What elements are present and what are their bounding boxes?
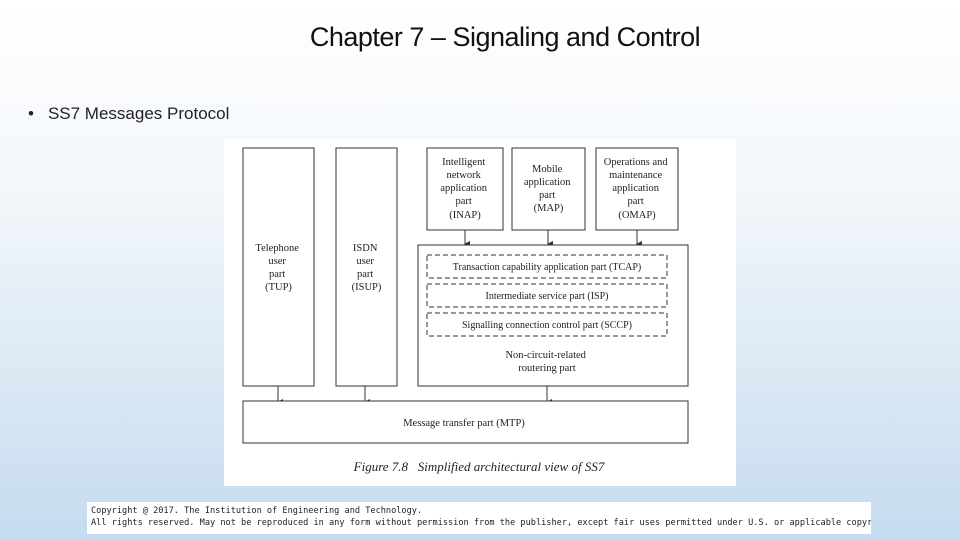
bullet-marker: •	[28, 104, 34, 123]
svg-text:Mobile application: Mobile application part (MAP)	[524, 164, 573, 214]
tcap-label: Transaction capability application part …	[453, 262, 641, 273]
inap-line: application	[440, 183, 487, 194]
bullet-text: SS7 Messages Protocol	[47, 104, 230, 123]
ss7-diagram: Telephone user part (TUP) ISDN user part…	[242, 147, 689, 474]
map-line: Mobile	[532, 164, 563, 175]
inap-box: Intelligent network application part (IN…	[426, 147, 504, 231]
map-line: application	[524, 177, 571, 188]
inap-line: network	[446, 170, 481, 181]
non-circuit-related-box: Transaction capability application part …	[417, 244, 689, 387]
tup-line: part	[269, 269, 285, 280]
tup-box: Telephone user part (TUP)	[242, 147, 315, 387]
ncr-line: Non-circuit-related	[505, 350, 586, 361]
omap-line: (OMAP)	[618, 210, 656, 221]
isp-box	[426, 283, 668, 308]
inap-line: Intelligent	[442, 157, 485, 168]
copyright-line: All rights reserved. May not be reproduc…	[91, 518, 871, 528]
sccp-box	[426, 312, 668, 337]
svg-text:Non-circuit-related ro: Non-circuit-related routering part	[505, 350, 588, 374]
omap-line: application	[612, 183, 659, 194]
tup-line: (TUP)	[265, 282, 292, 293]
slide-title: Chapter 7 – Signaling and Control	[309, 22, 701, 52]
svg-text:Intelligent network: Intelligent network application part (IN…	[440, 157, 489, 221]
copyright-notice: Copyright @ 2017. The Institution of Eng…	[87, 502, 871, 534]
omap-line: Operations and	[604, 157, 669, 168]
omap-box: Operations and maintenance application p…	[595, 147, 679, 231]
mtp-box: Message transfer part (MTP)	[242, 400, 689, 444]
tup-line: Telephone	[255, 243, 299, 254]
isup-line: ISDN	[353, 243, 378, 254]
svg-text:ISDN user part: ISDN user part (ISUP)	[352, 243, 382, 293]
ncr-line: routering part	[518, 363, 576, 374]
isp-label: Intermediate service part (ISP)	[485, 291, 608, 302]
map-box: Mobile application part (MAP)	[511, 147, 586, 231]
isup-line: part	[357, 269, 373, 280]
figure-caption: Figure 7.8 Simplified architectural view…	[353, 459, 605, 474]
tcap-box	[426, 254, 668, 279]
omap-line: maintenance	[609, 170, 662, 181]
inap-line: (INAP)	[449, 210, 481, 221]
ss7-figure: Telephone user part (TUP) ISDN user part…	[224, 139, 736, 486]
svg-text:Operations and mainten: Operations and maintenance application p…	[604, 157, 670, 221]
isup-box: ISDN user part (ISUP)	[335, 147, 398, 387]
omap-line: part	[628, 196, 644, 207]
isup-line: user	[356, 256, 374, 267]
mtp-label: Message transfer part (MTP)	[403, 418, 525, 429]
copyright-line: Copyright @ 2017. The Institution of Eng…	[91, 506, 423, 516]
map-line: part	[539, 190, 555, 201]
map-line: (MAP)	[534, 203, 564, 214]
isup-line: (ISUP)	[352, 282, 382, 293]
sccp-label: Signalling connection control part (SCCP…	[462, 320, 632, 331]
inap-line: part	[456, 196, 472, 207]
bullet-item: • SS7 Messages Protocol	[28, 104, 229, 124]
svg-text:Telephone user: Telephone user part (TUP)	[255, 243, 301, 293]
tup-line: user	[268, 256, 286, 267]
